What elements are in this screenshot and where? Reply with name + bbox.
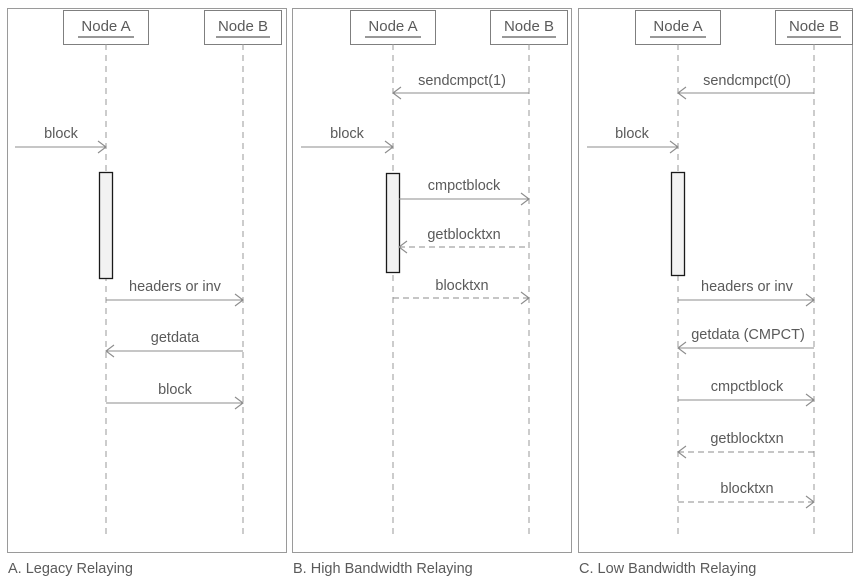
panel-a-participant-node-b: Node B (204, 10, 282, 45)
activation-bar-node-a (98, 171, 114, 280)
arrow-head-icon (105, 344, 115, 358)
participant-label: Node A (368, 18, 417, 35)
message-label: block (158, 382, 193, 398)
panel-c-border (578, 8, 853, 553)
message-label: getdata (CMPCT) (691, 327, 805, 343)
message-label: block (615, 126, 650, 142)
message-label: blocktxn (435, 278, 488, 294)
message-label: sendcmpct(1) (418, 73, 506, 89)
panel-a-message-block-outbound: block (106, 382, 244, 410)
participant-label: Node B (504, 18, 554, 35)
node-box (204, 10, 282, 45)
arrow-head-icon (392, 86, 402, 100)
participant-label: Node A (653, 18, 702, 35)
arrow-head-icon (520, 291, 530, 305)
arrow-head-icon (234, 396, 244, 410)
arrow-head-icon (669, 140, 679, 154)
node-box (775, 10, 853, 45)
participant-label: Node B (218, 18, 268, 35)
message-label: block (44, 126, 79, 142)
message-label: getblocktxn (710, 431, 783, 447)
panel-b-message-cmpctblock: cmpctblock (399, 178, 530, 206)
arrow-head-icon (677, 341, 687, 355)
panel-c: Node A Node B sendcmpct(0) block hea (578, 8, 853, 577)
panel-c-message-sendcmpct: sendcmpct(0) (677, 73, 814, 100)
arrow-head-icon (805, 495, 815, 509)
message-label: cmpctblock (711, 379, 784, 395)
message-label: getblocktxn (427, 227, 500, 243)
panel-c-message-headers-or-inv: headers or inv (678, 279, 815, 307)
activation-bar-node-a (385, 172, 401, 274)
panel-a-message-headers-or-inv: headers or inv (106, 279, 244, 307)
arrow-head-icon (398, 240, 408, 254)
panel-c-message-getblocktxn: getblocktxn (677, 431, 814, 459)
panel-b-participant-node-a: Node A (350, 10, 436, 45)
panel-b-border (292, 8, 572, 553)
arrow-head-icon (234, 293, 244, 307)
panel-b: Node A Node B sendcmpct(1) block cmp (292, 8, 572, 577)
panel-b-message-block-inbound: block (301, 126, 394, 154)
panel-a-participant-node-a: Node A (63, 10, 149, 45)
panel-b-message-blocktxn: blocktxn (393, 278, 530, 305)
panel-c-participant-node-b: Node B (775, 10, 853, 45)
message-label: getdata (151, 330, 200, 346)
panel-b-caption: B. High Bandwidth Relaying (293, 561, 473, 577)
message-label: sendcmpct(0) (703, 73, 791, 89)
panel-a-border (7, 8, 287, 553)
arrow-head-icon (677, 445, 687, 459)
message-label: blocktxn (720, 481, 773, 497)
panel-c-message-cmpctblock: cmpctblock (678, 379, 815, 407)
panel-a-message-getdata: getdata (105, 330, 243, 358)
panel-b-message-getblocktxn: getblocktxn (398, 227, 529, 254)
message-label: headers or inv (701, 279, 794, 295)
arrow-head-icon (805, 393, 815, 407)
arrow-head-icon (520, 192, 530, 206)
participant-label: Node B (789, 18, 839, 35)
arrow-head-icon (805, 293, 815, 307)
panel-c-message-blocktxn: blocktxn (678, 481, 815, 509)
message-label: cmpctblock (428, 178, 501, 194)
panel-a-caption: A. Legacy Relaying (8, 561, 133, 577)
panel-c-message-getdata-cmpct: getdata (CMPCT) (677, 327, 814, 355)
arrow-head-icon (384, 140, 394, 154)
message-label: headers or inv (129, 279, 222, 295)
participant-label: Node A (81, 18, 130, 35)
arrow-head-icon (677, 86, 687, 100)
message-label: block (330, 126, 365, 142)
node-box (635, 10, 721, 45)
arrow-head-icon (97, 140, 107, 154)
node-box (490, 10, 568, 45)
panel-b-message-sendcmpct: sendcmpct(1) (392, 73, 529, 100)
panel-a-message-block-inbound: block (15, 126, 107, 154)
panel-c-caption: C. Low Bandwidth Relaying (579, 561, 756, 577)
panel-c-participant-node-a: Node A (635, 10, 721, 45)
panel-c-message-block-inbound: block (587, 126, 679, 154)
panel-b-participant-node-b: Node B (490, 10, 568, 45)
activation-bar-node-a (670, 171, 686, 277)
panel-a: Node A Node B block headers or inv g (7, 8, 287, 577)
